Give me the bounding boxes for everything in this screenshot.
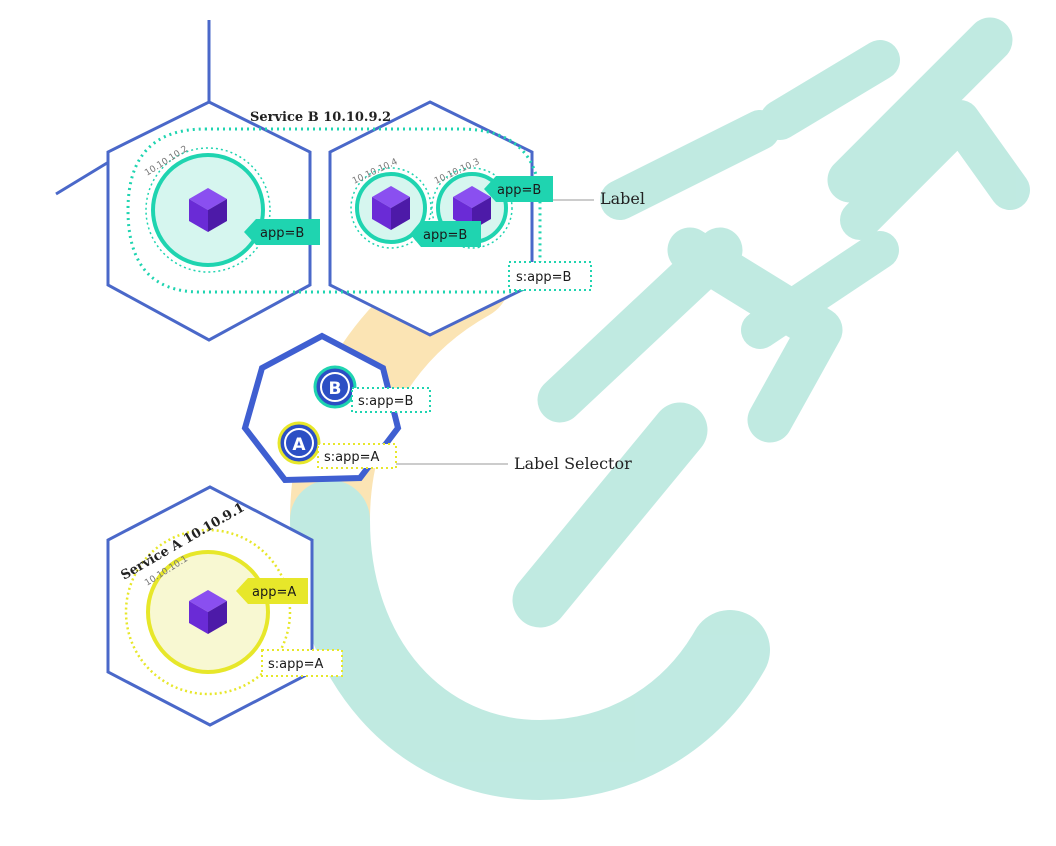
pod-b3-label: app=B <box>497 183 541 198</box>
controller-a-badge: A <box>292 435 306 455</box>
node-hexagon-2 <box>328 100 534 337</box>
pod-b2-label: app=B <box>423 228 467 243</box>
service-b-boundary <box>126 127 542 294</box>
pod-a-label-tag <box>236 578 308 604</box>
control-selector-b-box <box>351 387 431 413</box>
service-a-controller: A <box>277 421 321 465</box>
control-selector-a-box <box>317 443 397 469</box>
controller-b-badge: B <box>329 379 342 399</box>
control-selector-b: s:app=B <box>358 394 413 409</box>
pod-b1-label: app=B <box>260 226 304 241</box>
network-line-left <box>55 158 113 196</box>
pod-b2-label-tag <box>410 221 481 247</box>
pod-b3-label-tag <box>484 176 553 202</box>
pod-b1-label-tag <box>244 219 320 245</box>
service-b-selector: s:app=B <box>516 270 571 285</box>
service-b-selector-box <box>508 261 592 291</box>
service-b-controller: B <box>313 365 357 409</box>
control-plane-group: B s:app=B A s:app=A <box>241 332 508 484</box>
service-a-selector: s:app=A <box>268 657 324 672</box>
service-a-boundary <box>124 528 292 696</box>
callout-label-selector: Label Selector <box>514 454 632 473</box>
service-a-selector-box <box>261 649 343 677</box>
service-a-group: 10.10.10.1 Service A 10.10.9.1 app=A s:a… <box>106 485 343 727</box>
service-b-group: Service B 10.10.9.2 10.10.10.2 app=B 10.… <box>106 100 594 342</box>
callout-label: Label <box>600 189 645 208</box>
control-selector-a: s:app=A <box>324 450 380 465</box>
service-b-title: Service B 10.10.9.2 <box>250 110 391 125</box>
pod-b1: 10.10.10.2 app=B <box>143 144 320 273</box>
pod-a-label: app=A <box>252 585 296 600</box>
